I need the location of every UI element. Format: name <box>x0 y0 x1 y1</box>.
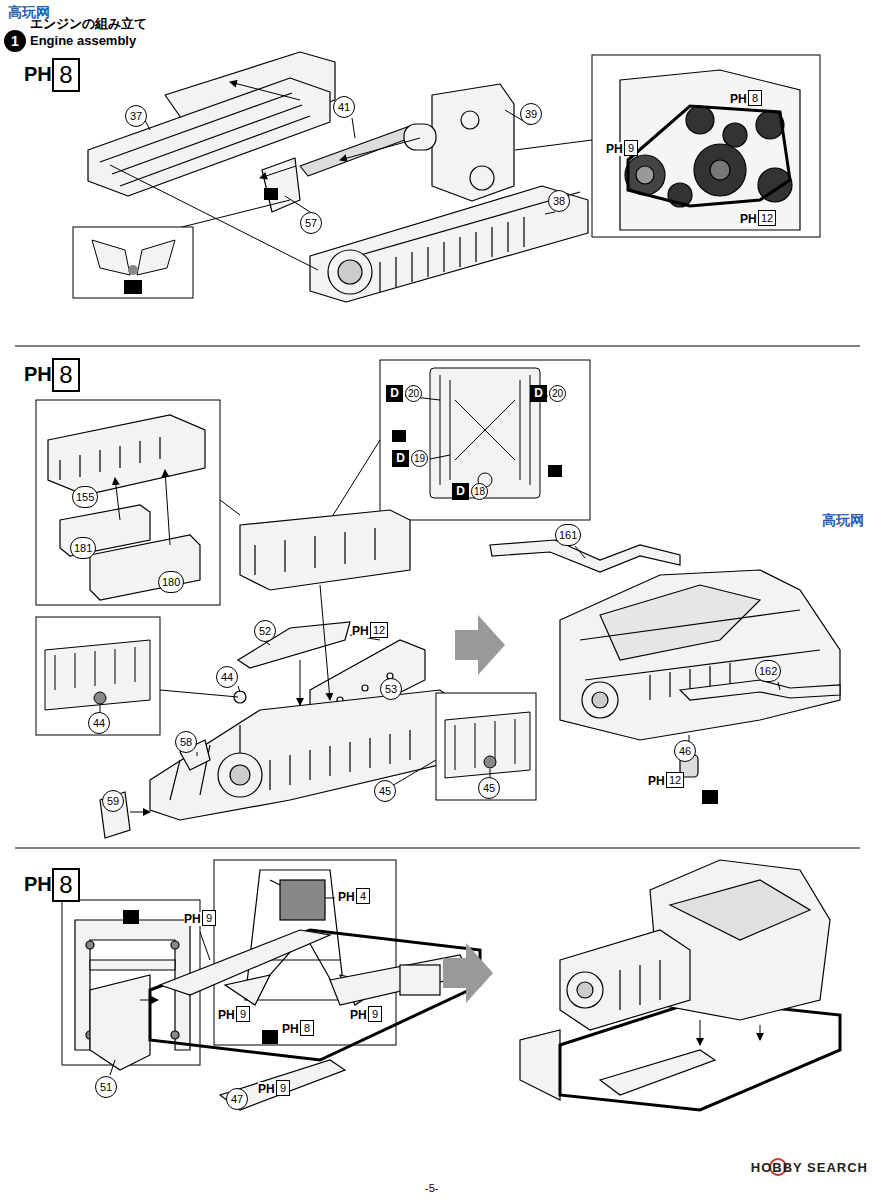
decal-code: D <box>392 450 409 467</box>
paint-number: 9 <box>202 910 216 926</box>
paint-code: PH <box>282 1022 299 1036</box>
paint-number: 9 <box>368 1006 382 1022</box>
paint-code: PH <box>24 362 52 386</box>
callout-number: 37 <box>125 105 147 127</box>
paint-code: PH <box>740 212 757 226</box>
page-number: -5- <box>425 1182 438 1194</box>
paint-number: 8 <box>52 58 80 92</box>
callout-number: 57 <box>300 212 322 234</box>
callout-number: 53 <box>380 678 402 700</box>
callout-number: 47 <box>226 1088 248 1110</box>
callout-number: 45 <box>374 780 396 802</box>
decal-number: 20 <box>549 385 566 402</box>
paint-number: 8 <box>748 90 762 106</box>
watermark: 高玩网 <box>8 4 50 22</box>
step-number: 1 <box>4 30 26 52</box>
paint-number: 9 <box>276 1080 290 1096</box>
callout-number: 51 <box>95 1076 117 1098</box>
paint-number: 8 <box>52 358 80 392</box>
paint-code: PH <box>352 624 369 638</box>
paint-number: 12 <box>758 210 776 226</box>
paint-number: 9 <box>236 1006 250 1022</box>
paint-code: PH <box>648 774 665 788</box>
paint-number: 12 <box>370 622 388 638</box>
callout-number: 162 <box>755 660 781 682</box>
decal-code: D <box>386 385 403 402</box>
callout-number: 59 <box>102 790 124 812</box>
decal-number: 19 <box>411 450 428 467</box>
callout-number: 181 <box>70 537 96 559</box>
callout-number: 180 <box>158 571 184 593</box>
callout-number: 46 <box>674 740 696 762</box>
paint-code: PH <box>184 912 201 926</box>
callout-number: 161 <box>555 524 581 546</box>
paint-code: PH <box>24 872 52 896</box>
callout-number: 58 <box>175 731 197 753</box>
decal-code: D <box>530 385 547 402</box>
callout-number: 39 <box>520 103 542 125</box>
callout-number: 41 <box>333 96 355 118</box>
paint-number: 8 <box>300 1020 314 1036</box>
paint-number: 4 <box>356 888 370 904</box>
decal-number: 18 <box>471 483 488 500</box>
callout-number: 45 <box>478 777 500 799</box>
watermark: 高玩网 <box>822 512 864 530</box>
paint-code: PH <box>258 1082 275 1096</box>
paint-code: PH <box>730 92 747 106</box>
callout-number: 38 <box>548 190 570 212</box>
callout-number: 44 <box>88 712 110 734</box>
paint-number: 9 <box>624 140 638 156</box>
callout-number: 52 <box>254 620 276 642</box>
paint-code: PH <box>24 62 52 86</box>
callout-number: 155 <box>72 486 98 508</box>
paint-code: PH <box>218 1008 235 1022</box>
page-title: エンジンの組み立て Engine assembly <box>30 15 190 49</box>
decal-code: D <box>452 483 469 500</box>
callout-number: 44 <box>216 666 238 688</box>
paint-number: 12 <box>666 772 684 788</box>
watermark: HOBBY SEARCH <box>751 1160 868 1175</box>
paint-code: PH <box>338 890 355 904</box>
decal-number: 20 <box>405 385 422 402</box>
paint-code: PH <box>606 142 623 156</box>
paint-number: 8 <box>52 868 80 902</box>
paint-code: PH <box>350 1008 367 1022</box>
